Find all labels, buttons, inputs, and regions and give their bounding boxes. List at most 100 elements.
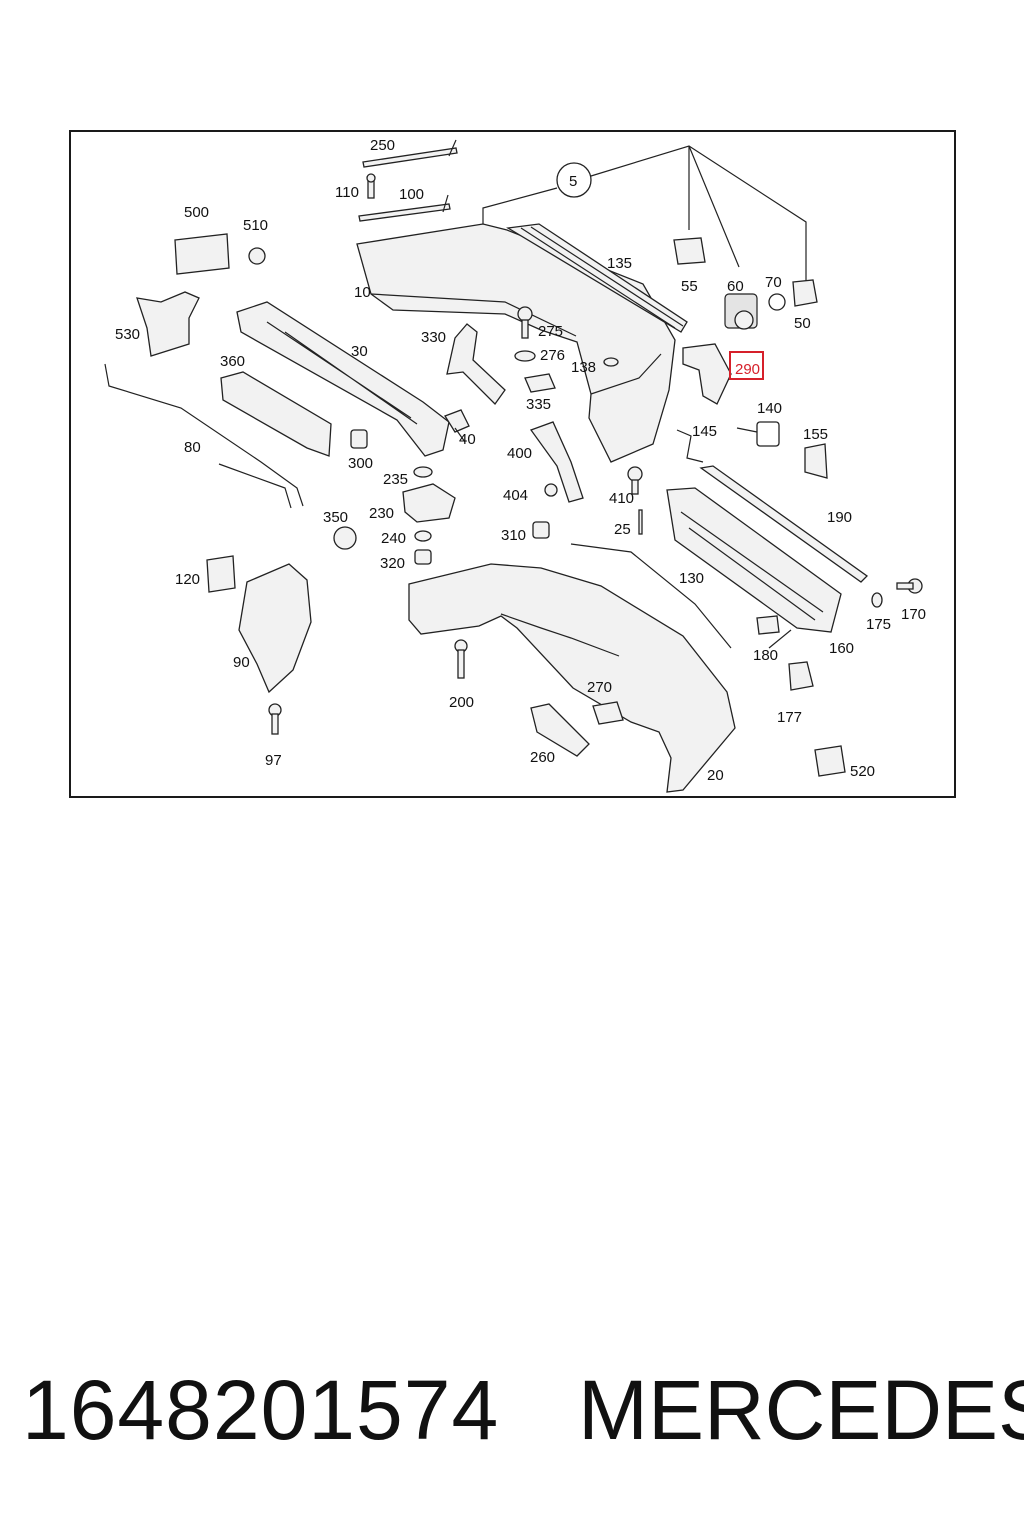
nut-335 [524, 373, 556, 393]
callout-290: 290 [735, 361, 760, 378]
trim-strip-100 [358, 203, 451, 222]
leader-line [590, 145, 807, 282]
screw-200-shaft [457, 649, 465, 679]
callout-400: 400 [507, 445, 532, 462]
absorber-360 [220, 371, 332, 457]
wiring-harness-80-branch [218, 463, 292, 509]
callout-275: 275 [538, 323, 563, 340]
leader-line [448, 139, 457, 157]
screw-97-shaft [271, 713, 279, 735]
rib-lines [520, 226, 684, 329]
clip-110-head [366, 173, 376, 183]
callout-300: 300 [348, 455, 373, 472]
frame-140 [756, 421, 780, 447]
block-40 [444, 409, 470, 433]
contour-line [370, 293, 577, 337]
trim-400 [529, 421, 584, 503]
callout-130: 130 [679, 570, 704, 587]
leader-line [442, 194, 449, 213]
bracket-530 [136, 291, 200, 357]
leader-line [768, 629, 792, 649]
ring-70 [768, 293, 786, 311]
parts-diagram: 250 110 100 5 500 510 10 135 55 60 70 50… [69, 130, 956, 798]
grommet-240 [414, 530, 432, 542]
callout-330: 330 [421, 329, 446, 346]
callout-177: 177 [777, 709, 802, 726]
callout-320: 320 [380, 555, 405, 572]
callout-145: 145 [692, 423, 717, 440]
callout-25: 25 [614, 521, 631, 538]
screw-275-head [517, 306, 533, 322]
callout-40: 40 [459, 431, 476, 448]
callout-5: 5 [569, 173, 577, 190]
callout-175: 175 [866, 616, 891, 633]
contour-line [500, 613, 620, 657]
trim-strip-250 [362, 147, 458, 168]
callout-190: 190 [827, 509, 852, 526]
callout-170: 170 [901, 606, 926, 623]
callout-100: 100 [399, 186, 424, 203]
callout-circle-5 [556, 162, 592, 198]
cable-145 [676, 429, 704, 463]
diffuser-160 [666, 487, 842, 633]
callout-30: 30 [351, 343, 368, 360]
callout-240: 240 [381, 530, 406, 547]
callout-97: 97 [265, 752, 282, 769]
callout-360: 360 [220, 353, 245, 370]
screw-404 [544, 483, 558, 497]
callout-160: 160 [829, 640, 854, 657]
callout-200: 200 [449, 694, 474, 711]
callout-50: 50 [794, 315, 811, 332]
sensor-60-lens [734, 310, 754, 330]
callout-230: 230 [369, 505, 394, 522]
grommet-180 [756, 615, 780, 635]
screw-275-shaft [521, 319, 529, 339]
clip-510 [248, 247, 266, 265]
callout-180: 180 [753, 647, 778, 664]
bolt-170-shaft [896, 582, 914, 590]
cap-155 [804, 443, 828, 479]
callout-10: 10 [354, 284, 371, 301]
callout-55: 55 [681, 278, 698, 295]
module-500 [174, 233, 230, 275]
holder-50 [792, 279, 818, 307]
callout-310: 310 [501, 527, 526, 544]
leader-line [688, 145, 740, 268]
part-number: 1648201574 [22, 1363, 500, 1457]
grommet-235 [413, 466, 433, 478]
leader-line [454, 427, 466, 443]
bumper-cover-lower-20 [408, 563, 736, 793]
callout-155: 155 [803, 426, 828, 443]
bracket-90 [238, 563, 312, 694]
callout-520: 520 [850, 763, 875, 780]
washer-276 [514, 350, 536, 362]
screw-410-shaft [631, 479, 639, 495]
foam-block-520 [814, 745, 846, 777]
absorber-30 [236, 301, 450, 457]
grommet-138 [603, 357, 619, 367]
push-clip-350 [333, 526, 357, 550]
contour-line [266, 321, 418, 425]
callout-138: 138 [571, 359, 596, 376]
callout-260: 260 [530, 749, 555, 766]
plate-120 [206, 555, 236, 593]
strip-130 [570, 543, 732, 649]
callout-80: 80 [184, 439, 201, 456]
callout-20: 20 [707, 767, 724, 784]
callout-120: 120 [175, 571, 200, 588]
leader-line [736, 427, 758, 433]
callout-135: 135 [607, 255, 632, 272]
screw-410-head [627, 466, 643, 482]
callout-90: 90 [233, 654, 250, 671]
contour-line [590, 353, 662, 395]
callout-410: 410 [609, 490, 634, 507]
bracket-260 [530, 703, 590, 757]
callout-404: 404 [503, 487, 528, 504]
contour-line [680, 511, 824, 621]
rivet-25 [638, 509, 643, 535]
callout-530: 530 [115, 326, 140, 343]
trim-290 [682, 343, 732, 405]
nut-310 [532, 521, 550, 539]
callout-140: 140 [757, 400, 782, 417]
callout-350: 350 [323, 509, 348, 526]
